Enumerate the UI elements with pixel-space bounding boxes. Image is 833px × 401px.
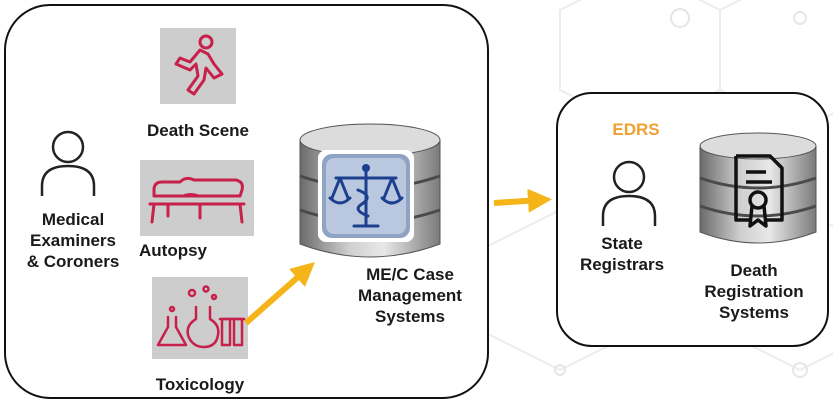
- edrs-label: EDRS: [612, 120, 660, 139]
- person-icon: [30, 122, 106, 200]
- toxicology-label: Toxicology: [155, 375, 245, 394]
- toxicology-tile: [152, 277, 248, 359]
- death-scene-tile: [160, 28, 236, 104]
- body-outline-icon: [174, 34, 224, 96]
- case-mgmt-label: ME/C Case Management Systems: [358, 265, 462, 326]
- death-scene-label: Death Scene: [146, 121, 250, 140]
- person-icon: [592, 152, 666, 230]
- certificate-icon: [734, 154, 784, 228]
- autopsy-label: Autopsy: [139, 241, 207, 260]
- case-mgmt-badge: [318, 150, 414, 242]
- autopsy-tile: [140, 160, 254, 236]
- scales-of-justice-icon: [322, 154, 410, 238]
- medical-examiners-label: Medical Examiners & Coroners: [26, 210, 120, 271]
- database-icon: [699, 132, 817, 244]
- lab-flasks-icon: [156, 285, 246, 349]
- death-registration-label: Death Registration Systems: [704, 261, 804, 322]
- autopsy-table-icon: [148, 176, 246, 224]
- state-registrars-label: State Registrars: [579, 234, 665, 274]
